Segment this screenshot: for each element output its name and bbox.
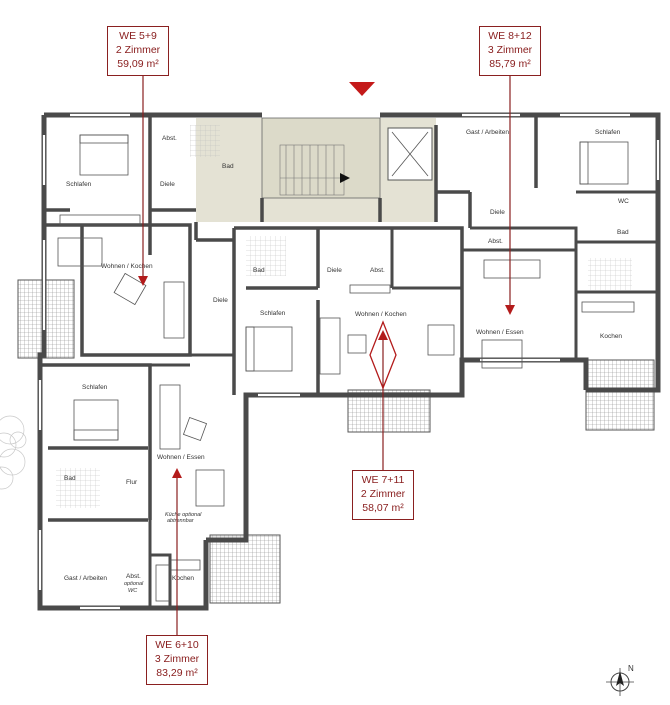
room-bad-2: Bad [617, 229, 629, 236]
unit-label-we7: WE 7+11 2 Zimmer 58,07 m² [352, 470, 414, 520]
bath-tiles [56, 125, 632, 508]
room-wohnen-kochen-1: Wohnen / Kochen [101, 263, 153, 270]
unit-area: 58,07 m² [362, 502, 404, 514]
tree-decoration [0, 415, 27, 490]
unit-name: WE 6+10 [155, 639, 199, 651]
room-bad-1: Bad [222, 163, 234, 170]
unit-area: 59,09 m² [117, 58, 159, 70]
room-schlafen-4: Schlafen [82, 384, 108, 391]
kitchen-note-2: abtrennbar [167, 518, 195, 524]
room-kochen-2: Kochen [172, 575, 194, 582]
unit-rooms: 3 Zimmer [487, 44, 533, 56]
room-diele-3: Diele [327, 267, 342, 274]
unit-label-we6: WE 6+10 3 Zimmer 83,29 m² [146, 635, 208, 685]
stair-core [196, 117, 436, 222]
abst-note-1: optional [124, 581, 144, 587]
abst-note-2: WC [128, 588, 137, 594]
room-wohnen-essen-2: Wohnen / Essen [157, 454, 205, 461]
compass: N [606, 664, 634, 696]
unit-markers [138, 76, 515, 635]
unit-name: WE 8+12 [488, 30, 532, 42]
room-abst-4: Abst. [126, 573, 141, 580]
room-flur: Flur [126, 479, 138, 486]
room-abst-2: Abst. [488, 238, 503, 245]
room-wc: WC [618, 198, 629, 205]
room-abst-1: Abst. [162, 135, 177, 142]
unit-label-we8: WE 8+12 3 Zimmer 85,79 m² [479, 26, 541, 76]
furniture [57, 134, 635, 602]
room-diele-4: Diele [213, 297, 228, 304]
room-wohnen-kochen-2: Wohnen / Kochen [355, 311, 407, 318]
kitchen-note-1: Küche optional [165, 512, 202, 518]
unit-rooms: 3 Zimmer [154, 653, 200, 665]
unit-label-we5: WE 5+9 2 Zimmer 59,09 m² [107, 26, 169, 76]
room-diele-1: Diele [160, 181, 175, 188]
room-labels: Schlafen Abst. Bad Diele Wohnen / Kochen… [64, 129, 629, 594]
unit-name: WE 5+9 [119, 30, 157, 42]
room-gast-arbeiten-2: Gast / Arbeiten [64, 575, 107, 582]
compass-north-label: N [628, 664, 634, 673]
room-gast-arbeiten-1: Gast / Arbeiten [466, 129, 509, 136]
unit-area: 85,79 m² [489, 58, 531, 70]
room-kochen-1: Kochen [600, 333, 622, 340]
unit-name: WE 7+11 [361, 474, 405, 486]
room-diele-2: Diele [490, 209, 505, 216]
room-bad-4: Bad [64, 475, 76, 482]
unit-rooms: 2 Zimmer [360, 488, 406, 500]
room-schlafen-2: Schlafen [595, 129, 621, 136]
entrance-marker [349, 82, 375, 96]
unit-area: 83,29 m² [156, 667, 198, 679]
terraces [17, 279, 655, 604]
room-bad-3: Bad [253, 267, 265, 274]
room-schlafen-3: Schlafen [260, 310, 286, 317]
unit-rooms: 2 Zimmer [115, 44, 161, 56]
room-wohnen-essen-1: Wohnen / Essen [476, 329, 524, 336]
room-schlafen-1: Schlafen [66, 181, 92, 188]
room-abst-3: Abst. [370, 267, 385, 274]
